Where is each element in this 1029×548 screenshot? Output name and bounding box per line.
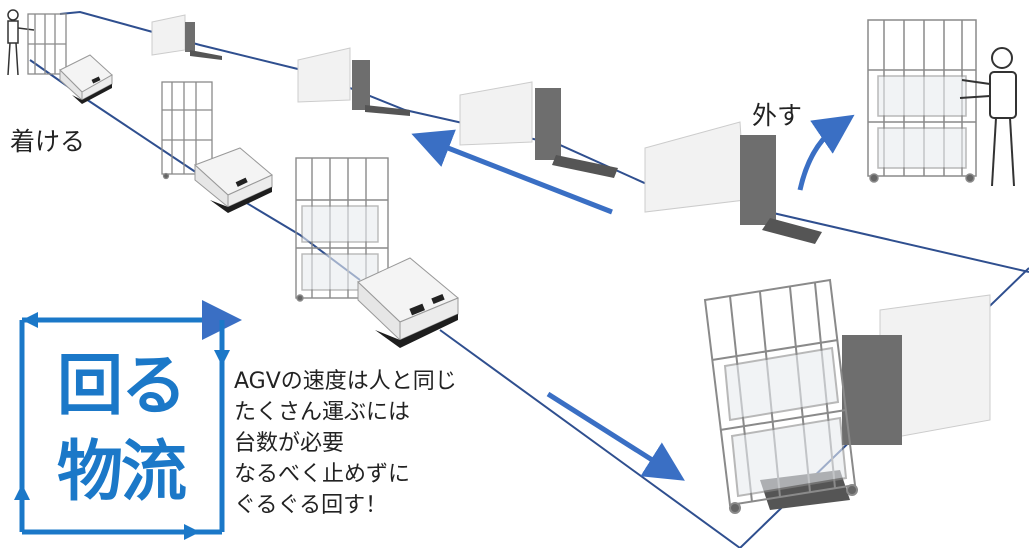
route-line-right	[759, 209, 1029, 273]
arrow-forward	[546, 391, 685, 481]
flow-arrows	[411, 114, 855, 481]
lift-icon	[151, 14, 222, 60]
worker-icon	[959, 47, 1017, 187]
arrow-detach	[797, 114, 855, 191]
note-line: なるべく止めずに	[234, 462, 411, 487]
agv-icon	[59, 54, 113, 104]
attach-label: 着ける	[10, 127, 86, 156]
note-line: たくさん運ぶには	[234, 400, 411, 425]
note-line: ぐるぐる回す！	[234, 493, 388, 518]
agv-icon	[194, 147, 273, 213]
detach-label: 外す	[752, 101, 803, 130]
loop-title-box: 回る 物流	[20, 318, 222, 532]
notes-block: AGVの速度は人と同じ たくさん運ぶには 台数が必要 なるべく止めずに ぐるぐる…	[234, 366, 457, 521]
cart-icon	[27, 13, 67, 75]
note-line: 台数が必要	[234, 431, 345, 456]
cart-icon	[703, 278, 858, 514]
cart-icon	[295, 157, 389, 302]
worker-icon	[7, 9, 35, 76]
lift-icon	[297, 47, 410, 116]
title-line-1: 回る	[57, 347, 187, 424]
note-line: AGVの速度は人と同じ	[234, 369, 457, 394]
lift-icon	[459, 81, 618, 178]
cart-icon	[867, 19, 977, 183]
arrow-back	[411, 129, 613, 215]
loop-frame-icon	[14, 300, 242, 540]
title-line-2: 物流	[57, 433, 187, 510]
agv-icon	[357, 257, 459, 348]
lift-icon	[644, 121, 822, 244]
